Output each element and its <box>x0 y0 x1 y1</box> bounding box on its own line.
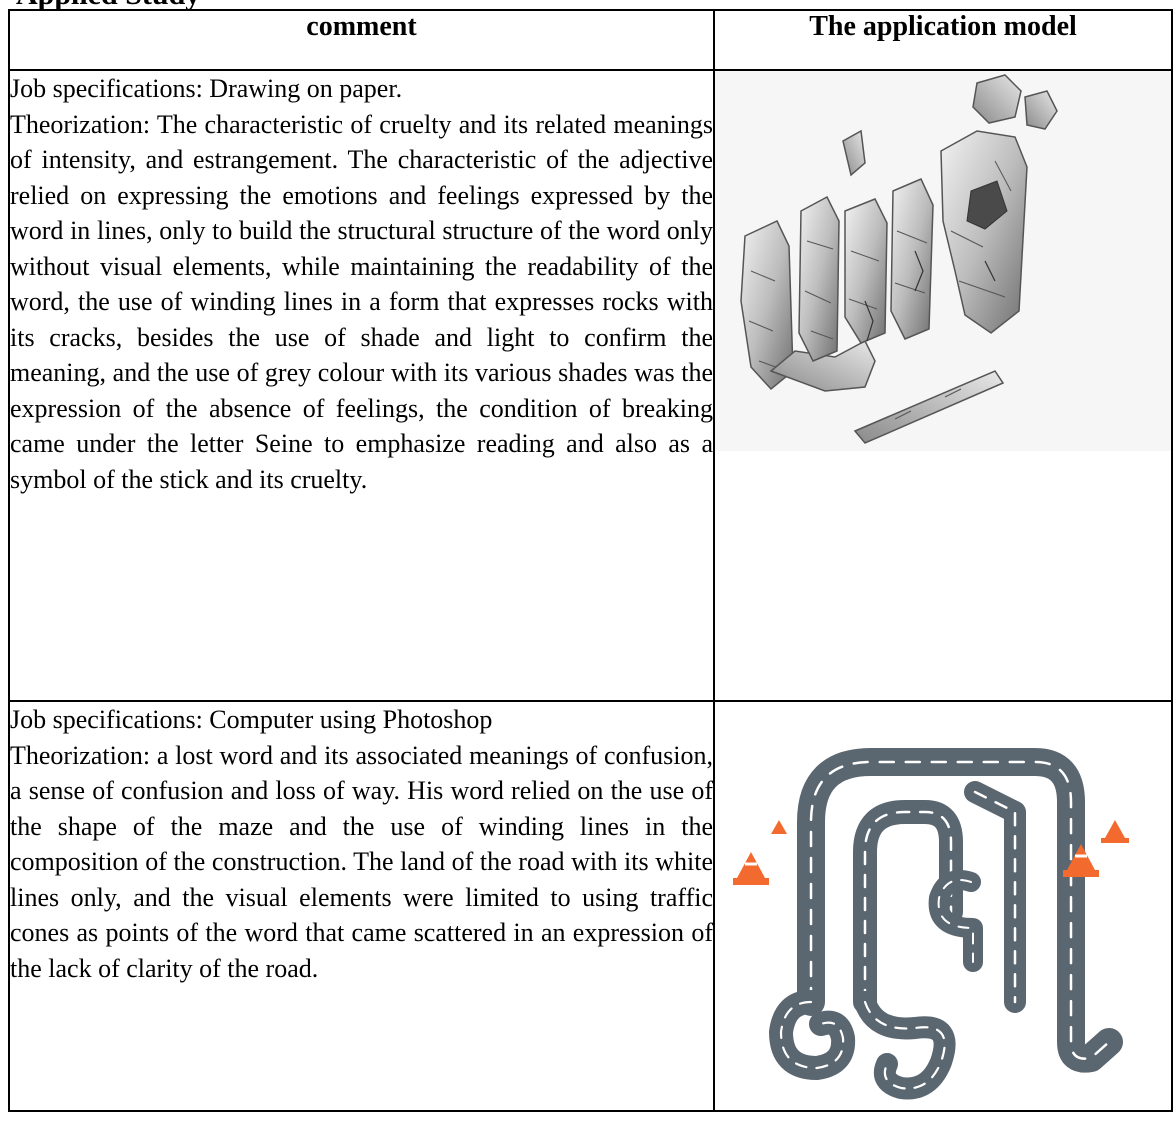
theorization-text: Theorization: a lost word and its associ… <box>10 740 713 983</box>
rock-calligraphy-drawing <box>715 71 1171 451</box>
table-row: Job specifications: Drawing on paper. Th… <box>8 69 1173 702</box>
table-header-row: comment The application model <box>8 9 1173 71</box>
model-cell <box>713 700 1173 1112</box>
table-row: Job specifications: Computer using Photo… <box>8 700 1173 1112</box>
header-application-model: The application model <box>713 9 1173 71</box>
road-maze-artwork <box>715 702 1171 1102</box>
theorization-text: Theorization: The characteristic of crue… <box>10 109 713 494</box>
cut-off-heading: Applied Study <box>16 0 200 10</box>
job-specifications: Job specifications: Computer using Photo… <box>10 705 493 734</box>
traffic-cone-left <box>733 820 787 885</box>
pencil-rock-artwork <box>715 71 1171 451</box>
model-cell <box>713 69 1173 702</box>
job-specifications: Job specifications: Drawing on paper. <box>10 74 403 103</box>
comment-cell: Job specifications: Drawing on paper. Th… <box>8 69 715 702</box>
traffic-cone-right <box>1063 820 1129 877</box>
comment-cell: Job specifications: Computer using Photo… <box>8 700 715 1112</box>
header-comment: comment <box>8 9 715 71</box>
application-models-table: comment The application model Job specif… <box>8 9 1173 1112</box>
road-maze-calligraphy <box>715 702 1171 1102</box>
